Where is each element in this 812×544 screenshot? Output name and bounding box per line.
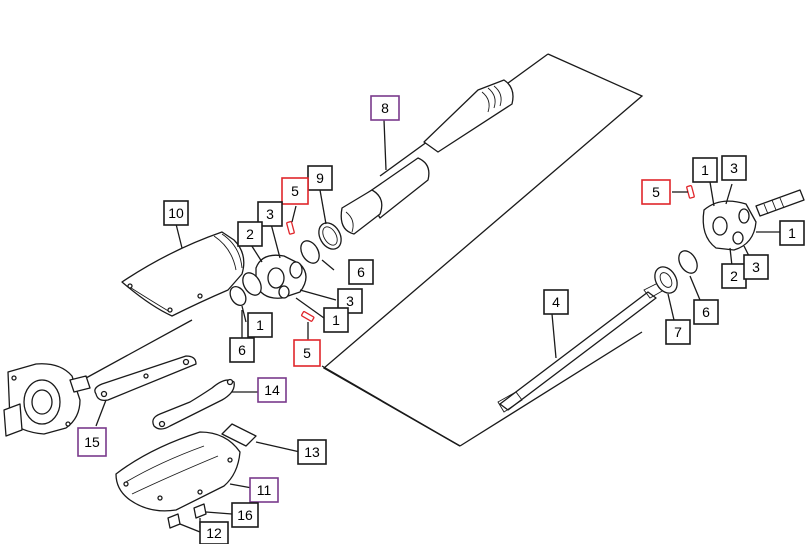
left-universal-joint xyxy=(229,205,337,340)
lower-guard-part-11 xyxy=(115,431,253,512)
callout-label: 6 xyxy=(702,304,710,320)
callout-label: 10 xyxy=(168,205,184,221)
callout-7: 7 xyxy=(665,319,691,345)
callout-label: 13 xyxy=(304,444,320,460)
callout-11: 11 xyxy=(249,477,279,503)
callout-label: 6 xyxy=(357,264,365,280)
callout-5-right: 5 xyxy=(641,179,671,205)
callout-label: 6 xyxy=(238,342,246,358)
callout-box xyxy=(249,477,279,503)
bolt-part-16 xyxy=(193,503,233,528)
callout-12: 12 xyxy=(199,521,229,544)
callout-box xyxy=(163,200,189,226)
callout-3-right-top: 3 xyxy=(721,155,747,181)
callout-13: 13 xyxy=(297,439,327,465)
callout-10: 10 xyxy=(163,200,189,226)
callout-label: 2 xyxy=(730,268,738,284)
callout-label: 5 xyxy=(291,183,299,199)
callout-box xyxy=(721,155,747,181)
callout-15: 15 xyxy=(77,427,107,457)
callout-label: 11 xyxy=(257,482,272,498)
callout-5-top: 5 xyxy=(281,177,309,205)
bracket-part-14 xyxy=(152,378,260,430)
callout-4: 4 xyxy=(543,289,569,315)
gearbox-housing xyxy=(3,363,91,437)
callout-box xyxy=(237,221,263,247)
callout-label: 5 xyxy=(652,184,660,200)
callout-box xyxy=(743,254,769,280)
callout-label: 1 xyxy=(332,312,340,328)
callout-box xyxy=(231,502,259,528)
callout-6-right: 6 xyxy=(693,299,719,325)
callout-label: 3 xyxy=(730,160,738,176)
callout-box xyxy=(692,157,718,183)
callout-9: 9 xyxy=(307,165,333,191)
callout-1-right-side: 1 xyxy=(779,220,805,246)
callout-label: 15 xyxy=(84,434,100,450)
callout-label: 8 xyxy=(381,100,389,116)
callout-box xyxy=(721,263,747,289)
callout-2-right: 2 xyxy=(721,263,747,289)
callout-box xyxy=(779,220,805,246)
callout-box xyxy=(77,427,107,457)
callout-label: 14 xyxy=(264,382,280,398)
right-universal-joint xyxy=(672,181,805,267)
callout-6-left-bottom: 6 xyxy=(229,337,255,363)
callout-label: 16 xyxy=(237,507,253,523)
callout-label: 4 xyxy=(552,294,560,310)
strap-part-15 xyxy=(85,319,197,427)
callout-label: 5 xyxy=(303,345,311,361)
callout-box xyxy=(297,439,327,465)
callout-label: 3 xyxy=(266,206,274,222)
callout-5-bottom: 5 xyxy=(293,339,321,367)
callout-box xyxy=(370,95,400,121)
callout-1-left-center: 1 xyxy=(323,307,349,333)
callout-6-left-upper: 6 xyxy=(348,259,374,285)
callout-box xyxy=(348,259,374,285)
bearing-part-7 xyxy=(654,266,678,321)
ring-part-6-right xyxy=(678,250,701,301)
callout-1-right-top: 1 xyxy=(692,157,718,183)
callout-1-left-bottom: 1 xyxy=(247,312,273,338)
callout-8: 8 xyxy=(370,95,400,121)
callout-label: 7 xyxy=(674,324,682,340)
ring-part-9 xyxy=(318,189,342,250)
callout-box xyxy=(323,307,349,333)
callout-label: 3 xyxy=(752,259,760,275)
callout-box xyxy=(543,289,569,315)
callout-label: 2 xyxy=(246,226,254,242)
callout-label: 1 xyxy=(701,162,709,178)
cone-guard-part-10 xyxy=(121,223,245,317)
callout-label: 1 xyxy=(256,317,264,333)
callout-16: 16 xyxy=(231,502,259,528)
shaft-assembly-outline xyxy=(321,53,644,447)
callout-box xyxy=(665,319,691,345)
callout-box xyxy=(641,179,671,205)
callout-box xyxy=(229,337,255,363)
callout-2-left: 2 xyxy=(237,221,263,247)
callout-label: 3 xyxy=(346,293,354,309)
callout-label: 12 xyxy=(206,525,222,541)
callout-box xyxy=(293,339,321,367)
pad-part-13 xyxy=(221,423,301,453)
guard-tube-part-8 xyxy=(340,79,514,235)
bolt-part-12 xyxy=(167,513,201,533)
callout-label: 9 xyxy=(316,170,324,186)
callout-box xyxy=(693,299,719,325)
drive-shaft-part-4 xyxy=(497,281,665,413)
callout-3-right-bottom: 3 xyxy=(743,254,769,280)
callout-label: 1 xyxy=(788,225,796,241)
callout-box xyxy=(247,312,273,338)
callout-box xyxy=(281,177,309,205)
callout-box xyxy=(199,521,229,544)
callout-box xyxy=(257,377,287,403)
callout-14: 14 xyxy=(257,377,287,403)
